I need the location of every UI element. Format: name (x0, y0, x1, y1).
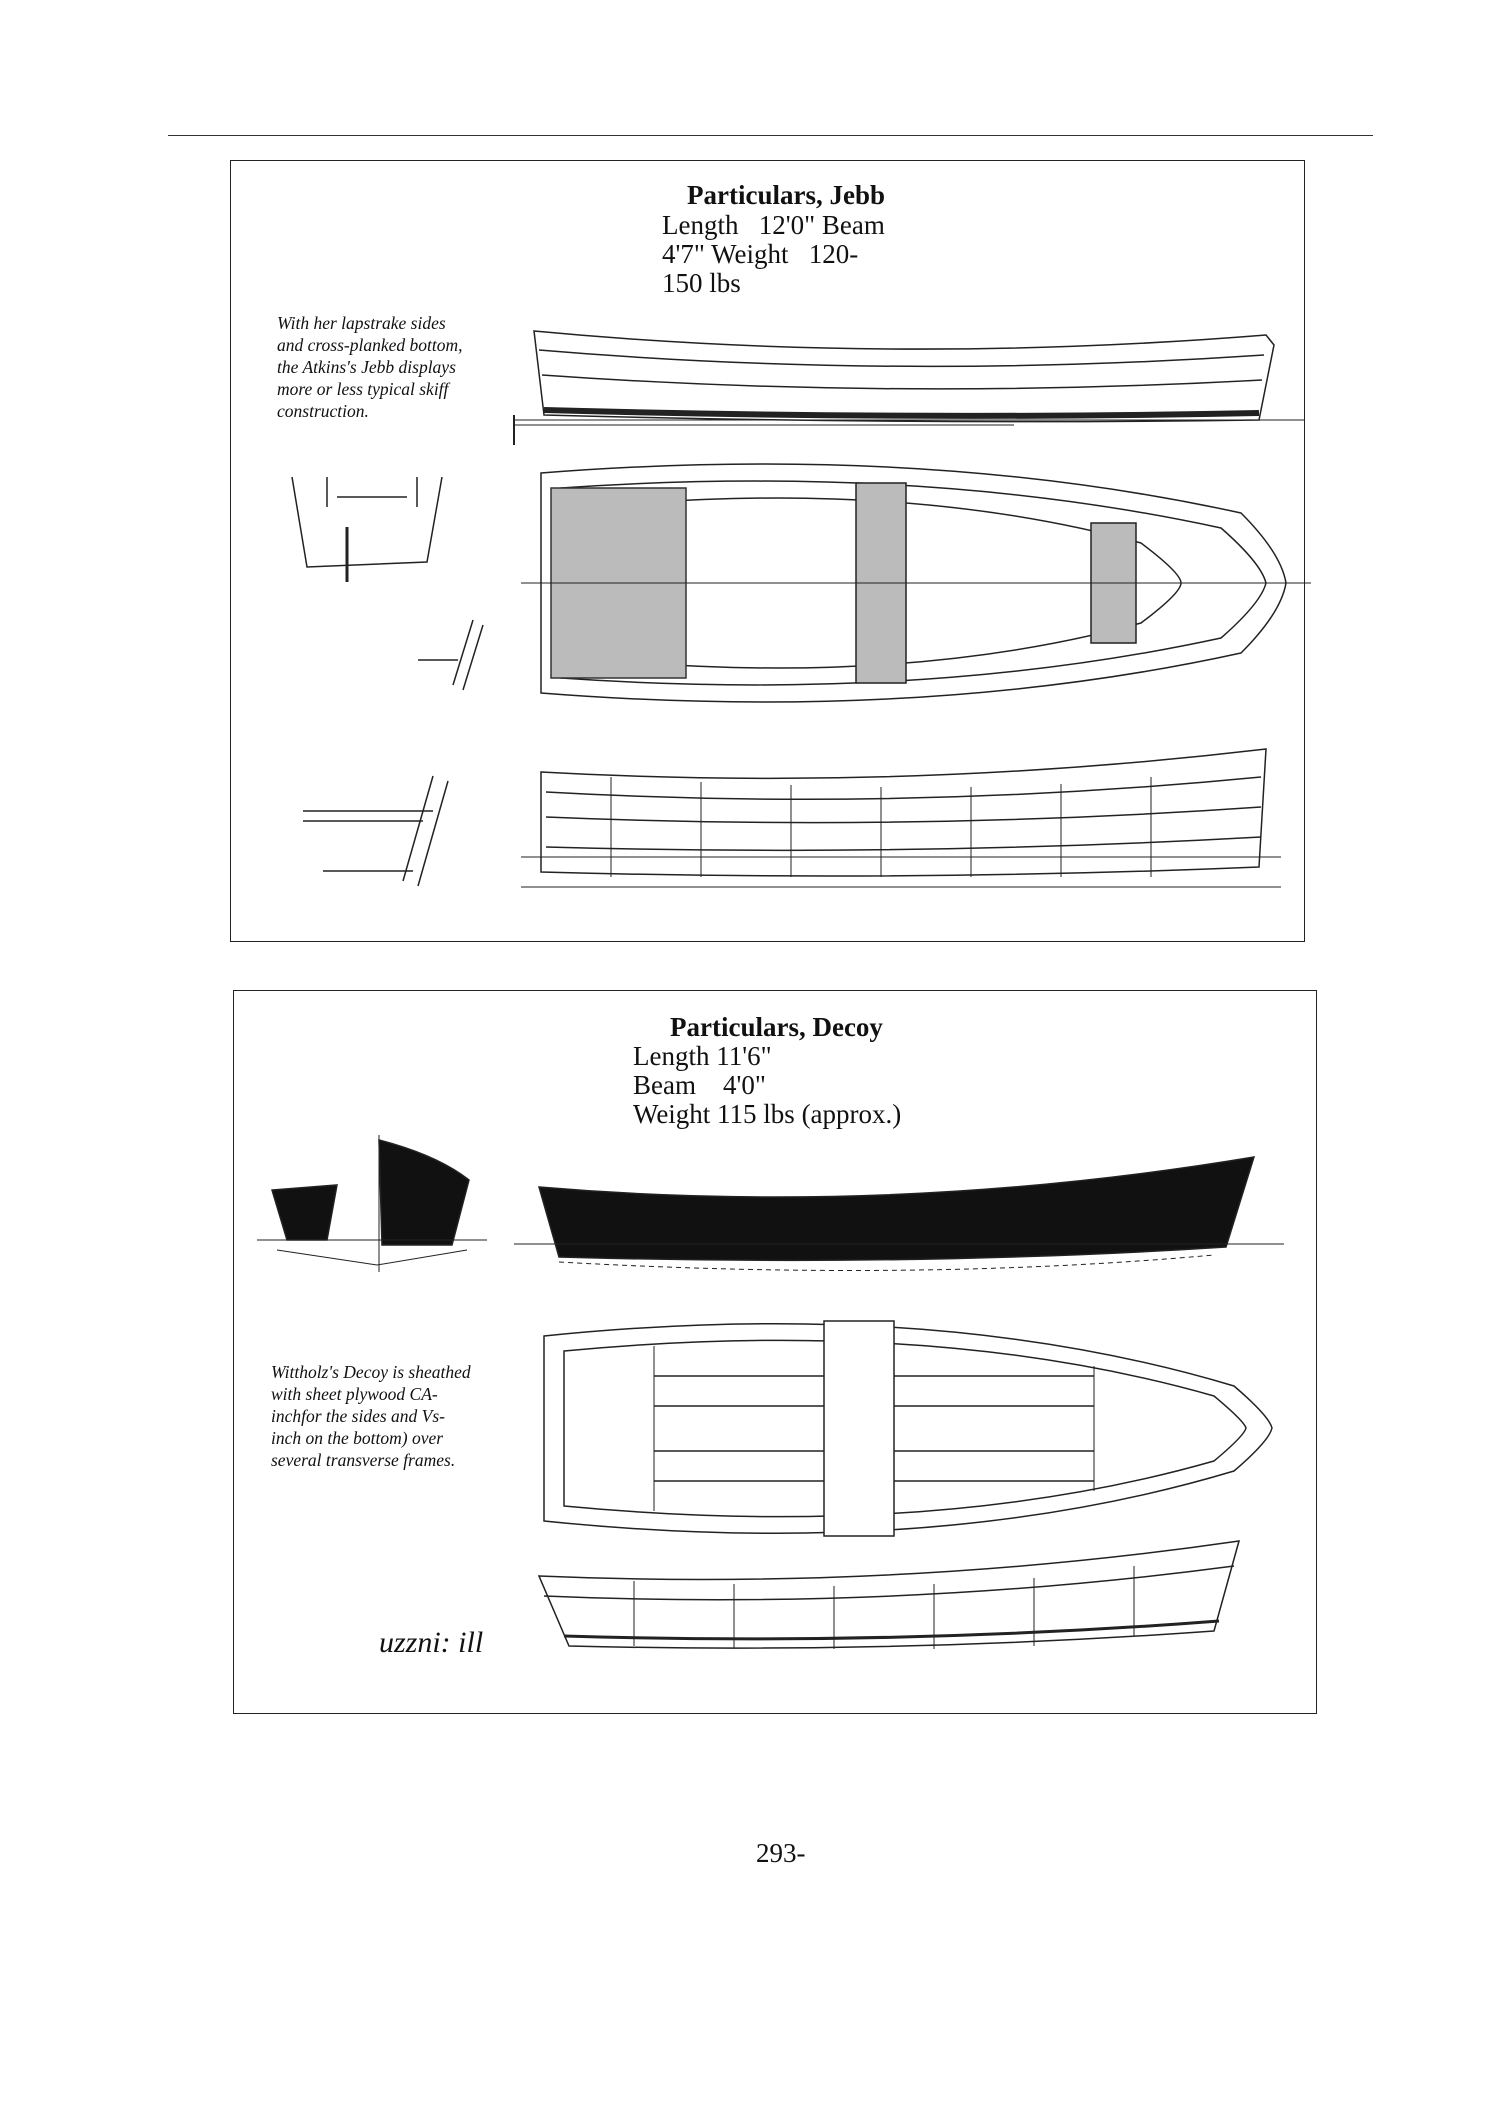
jebb-spec-line: Length 12'0" Beam (662, 210, 885, 240)
jebb-section-drawing (277, 467, 462, 582)
jebb-caption: With her lapstrake sides and cross-plank… (277, 312, 463, 422)
decoy-caption: Wittholz's Decoy is sheathed with sheet … (271, 1361, 471, 1471)
caption-line: the Atkins's Jebb displays (277, 357, 456, 377)
figure-jebb-frame (230, 160, 1305, 942)
signature: uzzni: ill (379, 1626, 484, 1659)
figure-decoy-frame (233, 990, 1317, 1714)
caption-line: With her lapstrake sides (277, 313, 446, 333)
jebb-plan-drawing (521, 453, 1301, 713)
decoy-specs: Length 11'6" Beam 4'0" Weight 115 lbs (a… (633, 1042, 901, 1129)
jebb-title: Particulars, Jebb (687, 180, 885, 210)
decoy-side-profile-drawing (514, 1137, 1284, 1297)
decoy-spec-line: Weight 115 lbs (approx.) (633, 1099, 902, 1129)
page-number: 293- (756, 1838, 806, 1868)
decoy-plan-drawing (534, 1306, 1274, 1551)
jebb-spec-line: 150 lbs (662, 268, 741, 298)
caption-line: several transverse frames. (271, 1450, 456, 1470)
decoy-construction-profile-drawing (534, 1536, 1249, 1666)
caption-line: inchfor the sides and Vs- (271, 1406, 446, 1426)
decoy-section-drawing (257, 1130, 487, 1272)
jebb-side-profile-drawing (514, 325, 1304, 435)
caption-line: more or less typical skiff (277, 379, 449, 399)
decoy-spec-line: Beam 4'0" (633, 1070, 766, 1100)
caption-line: with sheet plywood CA- (271, 1384, 438, 1404)
caption-line: construction. (277, 401, 369, 421)
jebb-knee-detail-drawing (413, 615, 493, 695)
jebb-specs: Length 12'0" Beam 4'7" Weight 120- 150 l… (662, 211, 885, 298)
header-rule (168, 135, 1373, 136)
decoy-spec-line: Length 11'6" (633, 1041, 772, 1071)
jebb-construction-profile-drawing (521, 737, 1281, 902)
caption-line: inch on the bottom) over (271, 1428, 444, 1448)
jebb-spec-line: 4'7" Weight 120- (662, 239, 859, 269)
caption-line: and cross-planked bottom, (277, 335, 463, 355)
caption-line: Wittholz's Decoy is sheathed (271, 1362, 471, 1382)
jebb-seat-riser-detail-drawing (243, 771, 473, 893)
decoy-title: Particulars, Decoy (670, 1012, 883, 1042)
